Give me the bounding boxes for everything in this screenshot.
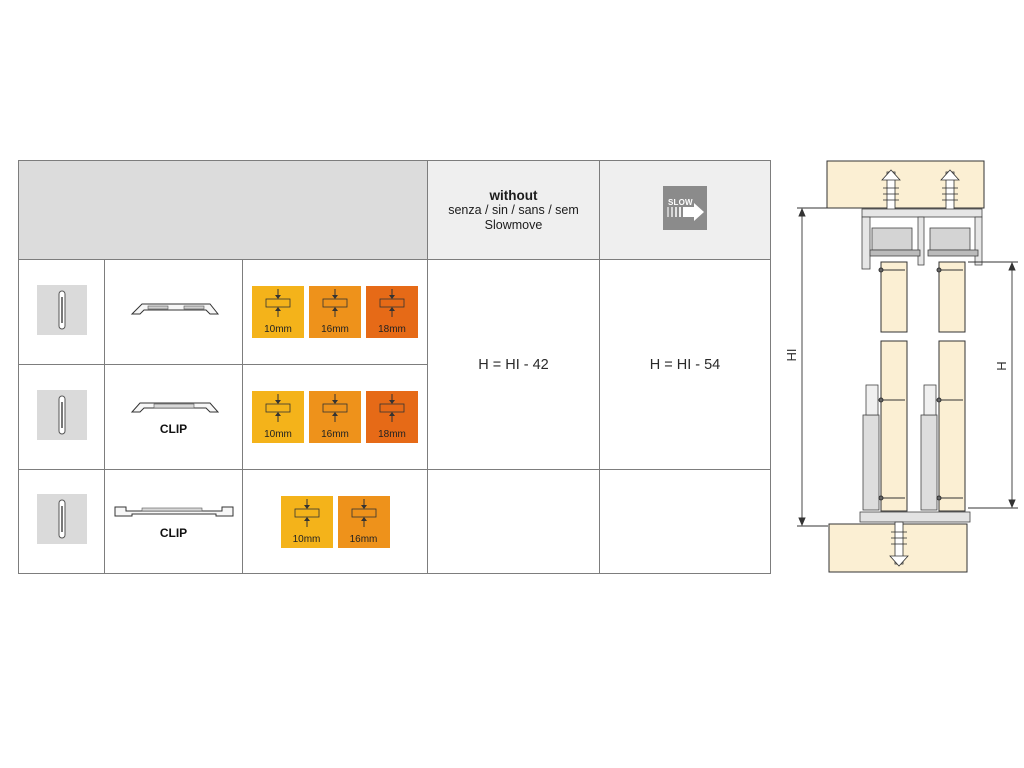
- thickness-cell: 10mm 16mm: [242, 469, 428, 574]
- table-row: 10mm 16mm 18mm H = HI - 42 H = HI - 54: [18, 259, 771, 470]
- track-profile-cell: CLIP: [104, 469, 243, 574]
- track-profile-cell: CLIP: [104, 364, 243, 470]
- door-thumb-cell: [18, 364, 105, 470]
- door-profile-thumbnail: [36, 389, 87, 440]
- empty-cell: [427, 469, 600, 574]
- door-profile-thumbnail: [36, 494, 87, 544]
- header-row: without senza / sin / sans / sem Slowmov…: [18, 160, 771, 260]
- thickness-cell: 10mm 16mm 18mm: [242, 364, 428, 470]
- thickness-label: 18mm: [378, 429, 406, 440]
- table-row: CLIP 10mm 16mm: [18, 469, 771, 574]
- bottom-rail: [859, 511, 971, 523]
- bottom-wall-plug-icon: [889, 521, 909, 567]
- dimension-hi: [797, 207, 828, 527]
- top-wall-plug-icon: [881, 169, 960, 213]
- thickness-swatch: 18mm: [366, 286, 418, 338]
- thickness-label: 10mm: [292, 533, 321, 545]
- thickness-swatch: 16mm: [309, 391, 361, 443]
- header-without-slowmove: without senza / sin / sans / sem Slowmov…: [427, 160, 600, 260]
- clip-label: CLIP: [159, 421, 188, 436]
- dimension-h-label: H: [994, 361, 1009, 370]
- door-right-upper: [938, 261, 966, 333]
- track-clip-profile-icon: [130, 402, 219, 412]
- thickness-label: 16mm: [321, 324, 349, 335]
- slow-icon-text: SLOW: [668, 197, 693, 207]
- track-wide-clip-profile-icon: [114, 506, 233, 517]
- door-thumb-cell: [18, 259, 105, 365]
- thickness-label: 16mm: [349, 533, 378, 545]
- installation-diagram: HI H: [784, 160, 1018, 573]
- dimension-hi-label: HI: [784, 349, 799, 362]
- door-left-lower: [880, 340, 908, 512]
- track-profile-cell: [104, 259, 243, 365]
- door-profile-thumbnail: [36, 284, 87, 335]
- thickness-swatch: 16mm: [309, 286, 361, 338]
- formula-with-cell: H = HI - 54: [599, 259, 771, 470]
- thickness-swatch: 10mm: [280, 495, 333, 548]
- empty-cell: [599, 469, 771, 574]
- formula-without-slowmove: H = HI - 42: [478, 356, 549, 373]
- thickness-label: 18mm: [378, 324, 406, 335]
- door-right-lower: [938, 340, 966, 512]
- top-track-profile: [861, 208, 983, 270]
- bottom-guides: [862, 384, 938, 511]
- spec-table: without senza / sin / sans / sem Slowmov…: [18, 160, 771, 574]
- header-with-slowmove: SLOW: [599, 160, 771, 260]
- thickness-swatch: 16mm: [337, 495, 390, 548]
- clip-label: CLIP: [159, 526, 188, 540]
- formula-with-slowmove: H = HI - 54: [649, 356, 721, 373]
- header-without-label: without: [489, 187, 538, 203]
- track-profile-icon: [130, 303, 219, 314]
- thickness-label: 10mm: [264, 324, 292, 335]
- slow-icon: SLOW: [663, 185, 707, 230]
- table-row: CLIP 10mm 16mm 18mm: [18, 364, 771, 470]
- header-slowmove: Slowmove: [484, 217, 543, 232]
- door-thumb-cell: [18, 469, 105, 574]
- formula-without-cell: H = HI - 42: [427, 259, 600, 470]
- thickness-swatch: 18mm: [366, 391, 418, 443]
- top-beam: [826, 160, 985, 209]
- header-languages: senza / sin / sans / sem: [448, 202, 579, 217]
- header-blank-cell: [18, 160, 428, 260]
- screw-icons: [878, 267, 963, 501]
- dimension-h: [968, 261, 1018, 509]
- thickness-swatch: 10mm: [252, 391, 304, 443]
- thickness-label: 16mm: [321, 429, 349, 440]
- thickness-swatch: 10mm: [252, 286, 304, 338]
- door-left-upper: [880, 261, 908, 333]
- thickness-label: 10mm: [264, 429, 292, 440]
- thickness-cell: 10mm 16mm 18mm: [242, 259, 428, 365]
